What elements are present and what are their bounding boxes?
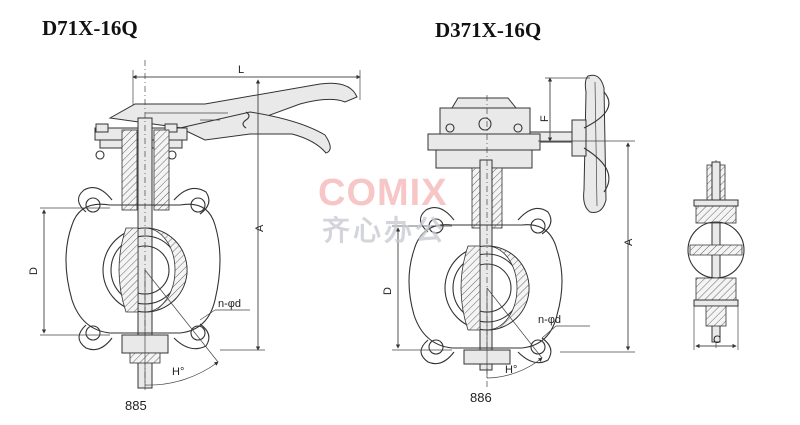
right-valve: F D A n-φd (382, 74, 635, 405)
handwheel (583, 74, 607, 213)
caption-right: 886 (470, 390, 492, 405)
dim-A-right: A (623, 238, 635, 246)
watermark-chinese: 齐心办公 (322, 214, 446, 247)
title-right: D371X-16Q (435, 18, 541, 42)
valve-body-right (408, 224, 563, 349)
watermark-brand: COMIX (318, 172, 448, 214)
dim-D-left: D (28, 267, 40, 275)
caption-left: 885 (125, 398, 147, 413)
dim-D-right: D (382, 287, 394, 295)
dim-H-right: H° (505, 364, 517, 376)
dim-C: C (713, 334, 721, 346)
left-valve: L (28, 60, 361, 413)
title-left: D71X-16Q (42, 16, 138, 40)
handle-lever (108, 82, 358, 129)
comix-watermark: COMIX 齐心办公 (318, 172, 448, 247)
dim-H-left: H° (172, 366, 184, 378)
side-section: C (687, 160, 745, 350)
dim-L: L (238, 64, 244, 76)
dim-nd-left: n-φd (218, 298, 241, 310)
dim-F: F (539, 115, 551, 122)
dim-nd-right: n-φd (538, 314, 561, 326)
dim-A-left: A (254, 224, 266, 232)
valve-body-left (65, 203, 221, 334)
